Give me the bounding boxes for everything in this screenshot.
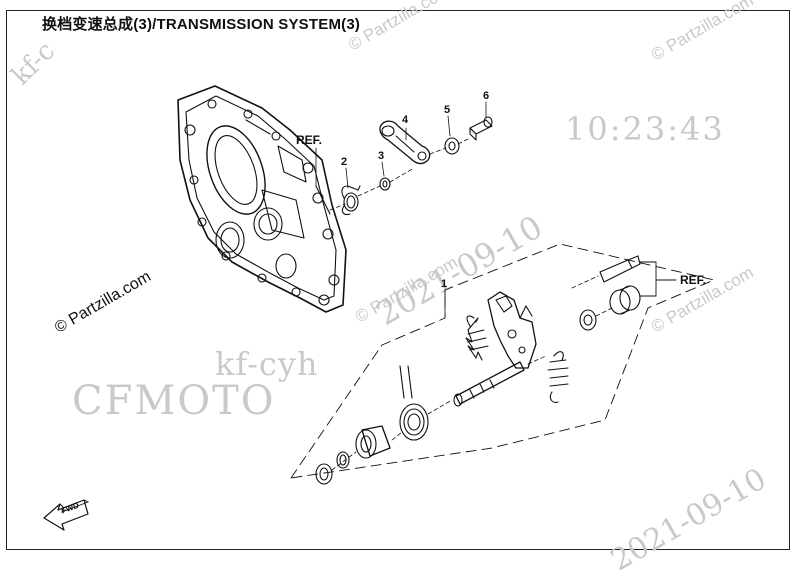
ref-needle-bearing	[609, 285, 641, 315]
diagram-frame	[6, 10, 790, 550]
callout-5: 5	[444, 104, 451, 116]
part-5-washer	[444, 137, 460, 155]
part-4-lever	[379, 120, 431, 165]
part-1-shift-shaft	[453, 361, 525, 407]
ref-label-right: REF.	[680, 273, 707, 287]
callout-2: 2	[341, 156, 348, 168]
part-1-circlip	[336, 451, 350, 469]
callout-4: 4	[402, 114, 409, 126]
part-1-small-spring	[465, 315, 489, 361]
diagram-title: 换档变速总成(3)/TRANSMISSION SYSTEM(3)	[42, 16, 361, 33]
part-6-bolt	[469, 116, 493, 141]
gear-case-cover	[177, 85, 347, 313]
part-1-torsion-spring	[399, 365, 429, 441]
part-1-return-spring	[547, 351, 569, 403]
callout-1: 1	[441, 278, 448, 290]
part-1-shift-plate	[487, 291, 537, 369]
ref-stud-pin	[599, 255, 641, 283]
callout-6: 6	[483, 90, 490, 102]
part-1-bushing	[355, 425, 391, 459]
forward-arrow-icon	[43, 499, 90, 531]
part-1-seal	[315, 463, 333, 485]
exploded-parts-diagram	[43, 85, 715, 531]
part-3-washer	[379, 177, 391, 191]
ref-label-cover: REF.	[296, 133, 323, 147]
callout-3: 3	[378, 150, 385, 162]
part-2-spring	[341, 185, 361, 216]
ref-oil-seal	[579, 309, 597, 331]
